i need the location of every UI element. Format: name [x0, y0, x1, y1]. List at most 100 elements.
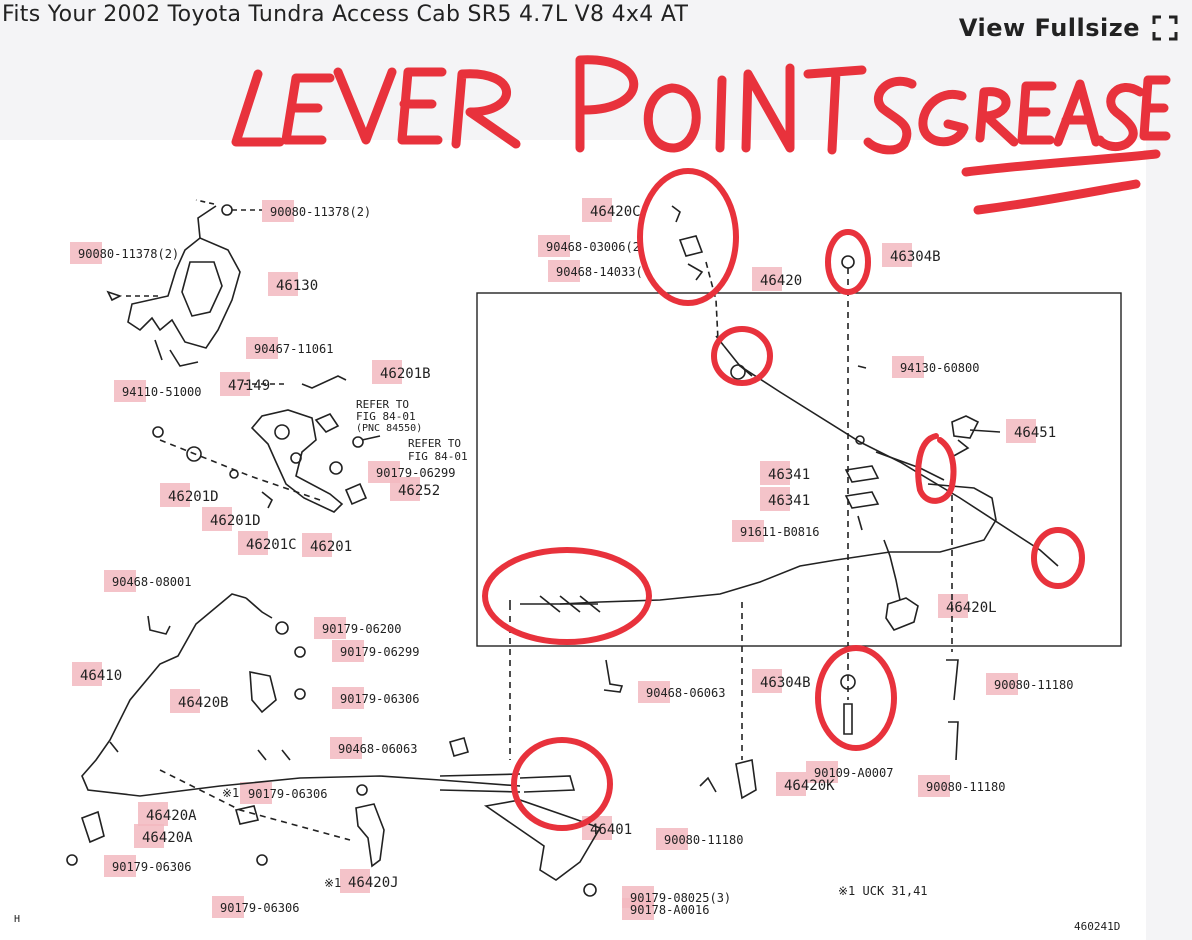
part-label-mark-2: ※1 — [324, 876, 341, 890]
handwritten-title — [231, 55, 1171, 215]
label-highlight — [268, 272, 298, 296]
part-label-p-90109-a0007: 90109-A0007 — [814, 766, 893, 780]
label-highlight — [538, 235, 570, 257]
label-highlight — [262, 200, 294, 222]
label-highlight — [582, 198, 612, 222]
label-highlight — [1006, 419, 1036, 443]
label-highlight — [202, 507, 232, 531]
label-highlight — [390, 477, 420, 501]
part-label-p-90179-08025: 90179-08025(3) — [630, 891, 731, 905]
part-label-p-46130: 46130 — [276, 278, 318, 294]
part-label-p-46252: 46252 — [398, 483, 440, 499]
part-label-p-46420l: 46420L — [946, 600, 997, 616]
label-highlight — [212, 896, 244, 918]
part-label-p-90080-11378-top: 90080-11378(2) — [270, 205, 371, 219]
part-label-refer1-line3: (PNC 84550) — [356, 423, 422, 434]
label-highlight — [114, 380, 146, 402]
part-label-p-46341-1: 46341 — [768, 467, 810, 483]
grease-circle-cable-end-top — [711, 326, 773, 386]
label-highlight — [548, 260, 580, 282]
part-label-p-46420b: 46420B — [178, 695, 229, 711]
part-label-p-90080-11180-c: 90080-11180 — [664, 833, 743, 847]
grease-circle-46451 — [915, 433, 957, 504]
label-highlight — [238, 531, 268, 555]
view-fullsize-button[interactable]: View Fullsize — [959, 14, 1178, 42]
part-label-p-46304b-bot: 46304B — [760, 675, 811, 691]
label-highlight — [732, 520, 764, 542]
part-label-p-46201d-1: 46201D — [168, 489, 219, 505]
label-highlight — [134, 824, 164, 848]
label-highlight — [246, 337, 278, 359]
label-highlight — [332, 640, 364, 662]
label-highlight — [638, 681, 670, 703]
part-label-p-90468-06063-b: 90468-06063 — [646, 686, 725, 700]
label-highlight — [882, 243, 912, 267]
grease-circle-46420-cable — [482, 547, 652, 645]
part-label-diagram-id: 460241D — [1074, 920, 1120, 933]
label-highlight — [938, 594, 968, 618]
label-highlight — [656, 828, 688, 850]
label-highlights — [70, 198, 1036, 920]
part-label-p-46420: 46420 — [760, 273, 802, 289]
part-label-p-90468-03006: 90468-03006(2 — [546, 240, 640, 254]
part-label-p-90080-11180-b: 90080-11180 — [926, 780, 1005, 794]
label-highlight — [302, 533, 332, 557]
part-label-p-90080-11180-a: 90080-11180 — [994, 678, 1073, 692]
part-label-p-90179-06306-d: 90179-06306 — [220, 901, 299, 915]
part-label-p-90179-06306-c: 90179-06306 — [112, 860, 191, 874]
part-label-p-94130-60800: 94130-60800 — [900, 361, 979, 375]
label-highlight — [892, 356, 924, 378]
part-label-p-90179-06299-bot: 90179-06299 — [340, 645, 419, 659]
label-highlight — [622, 898, 654, 920]
part-label-p-47149: 47149 — [228, 378, 270, 394]
part-label-p-46420k: 46420K — [784, 778, 835, 794]
label-highlight — [760, 461, 790, 485]
label-highlight — [760, 487, 790, 511]
part-label-p-94110-51000: 94110-51000 — [122, 385, 201, 399]
part-label-refer2-line2: FIG 84-01 — [408, 450, 468, 463]
part-label-p-91611-b0816: 91611-B0816 — [740, 525, 819, 539]
label-highlight — [70, 242, 102, 264]
part-label-corner-h: H — [14, 914, 20, 925]
part-label-p-46304b-top: 46304B — [890, 249, 941, 265]
part-label-refer1-line2: FIG 84-01 — [356, 410, 416, 423]
part-label-mark-1: ※1 — [222, 786, 239, 800]
part-label-p-90468-14033: 90468-14033( — [556, 265, 643, 279]
label-highlight — [332, 687, 364, 709]
page-title: Fits Your 2002 Toyota Tundra Access Cab … — [2, 2, 689, 27]
label-highlight — [240, 782, 272, 804]
label-highlight — [160, 483, 190, 507]
part-label-p-90468-08001: 90468-08001 — [112, 575, 191, 589]
part-label-p-90080-11378-left: 90080-11378(2) — [78, 247, 179, 261]
label-highlight — [372, 360, 402, 384]
part-label-p-90179-06306-a: 90179-06306 — [340, 692, 419, 706]
label-highlight — [138, 802, 168, 826]
grease-circle-46420c — [637, 168, 739, 306]
label-highlight — [104, 570, 136, 592]
part-label-p-90179-06306-b: 90179-06306 — [248, 787, 327, 801]
label-highlight — [806, 761, 838, 783]
label-highlight — [104, 855, 136, 877]
part-label-p-46201b: 46201B — [380, 366, 431, 382]
label-highlight — [918, 775, 950, 797]
part-label-p-46420a-1: 46420A — [146, 808, 197, 824]
part-label-refer1-line1: REFER TO — [356, 398, 409, 411]
part-label-p-46410: 46410 — [80, 668, 122, 684]
label-highlight — [776, 772, 806, 796]
part-labels: 90080-11378(2)90080-11378(2)4613090467-1… — [14, 204, 1120, 933]
label-highlight — [170, 689, 200, 713]
part-label-p-46420a-2: 46420A — [142, 830, 193, 846]
part-label-p-46341-2: 46341 — [768, 493, 810, 509]
part-label-footnote: ※1 UCK 31,41 — [838, 884, 928, 898]
grease-circle-46401 — [511, 737, 613, 831]
label-highlight — [72, 662, 102, 686]
part-label-refer2-line1: REFER TO — [408, 437, 461, 450]
part-label-p-46401: 46401 — [590, 822, 632, 838]
part-label-p-90178-a0016: 90178-A0016 — [630, 903, 709, 917]
label-highlight — [752, 669, 782, 693]
view-fullsize-label: View Fullsize — [958, 14, 1140, 42]
expand-corners-icon — [1152, 15, 1178, 41]
part-label-p-46420j: 46420J — [348, 875, 399, 891]
part-label-p-46420c: 46420C — [590, 204, 641, 220]
